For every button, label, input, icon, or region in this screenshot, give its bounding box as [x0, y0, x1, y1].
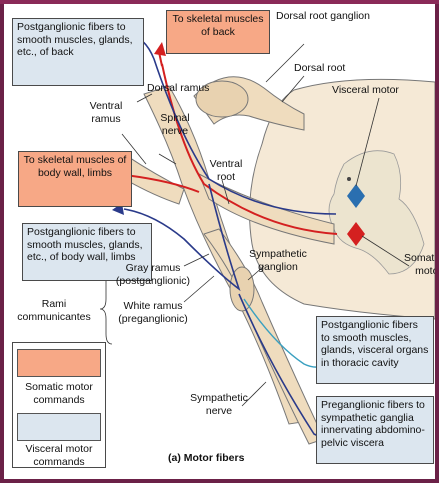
box-skeletal-body-wall: To skeletal muscles of body wall, limbs	[18, 151, 132, 207]
legend: Somatic motor commands Visceral motor co…	[12, 342, 106, 468]
legend-somatic-label: Somatic motor commands	[13, 381, 105, 406]
arrow-back-head	[154, 42, 166, 56]
label-gray-ramus: Gray ramus (postganglionic)	[108, 262, 198, 287]
label-dorsal-root-ganglion: Dorsal root ganglion	[276, 10, 370, 23]
label-somatic-motor-line1: Somatic	[404, 252, 435, 264]
label-dorsal-ramus: Dorsal ramus	[147, 82, 209, 95]
label-ventral-root: Ventral root	[204, 158, 248, 183]
label-somatic-motor-line2: motor	[405, 265, 435, 277]
box-postganglionic-back: Postganglionic fibers to smooth muscles,…	[12, 18, 144, 86]
box-abdomino-text: Preganglionic fibers to sympathetic gang…	[321, 399, 425, 449]
box-back-text: Postganglionic fibers to smooth muscles,…	[17, 21, 133, 58]
box-skeletal-back: To skeletal muscles of back	[166, 10, 270, 54]
label-spinal-nerve: Spinal nerve	[150, 112, 200, 137]
box-skeletal-body-wall-text: To skeletal muscles of body wall, limbs	[24, 154, 127, 179]
box-skeletal-back-text: To skeletal muscles of back	[172, 13, 263, 38]
legend-visceral-swatch	[17, 413, 101, 441]
legend-somatic-swatch	[17, 349, 101, 377]
caption: (a) Motor fibers	[168, 452, 244, 465]
legend-visceral-label: Visceral motor commands	[13, 443, 105, 468]
box-thoracic-text: Postganglionic fibers to smooth muscles,…	[321, 319, 428, 369]
diagram-canvas: Postganglionic fibers to smooth muscles,…	[4, 4, 435, 479]
label-sympathetic-nerve: Sympathetic nerve	[184, 392, 254, 417]
label-rami-communicantes: Rami communicantes	[14, 298, 94, 323]
box-preganglionic-abdomino: Preganglionic fibers to sympathetic gang…	[316, 396, 434, 464]
box-body-wall-text: Postganglionic fibers to smooth muscles,…	[27, 226, 143, 263]
central-canal	[347, 177, 351, 181]
label-dorsal-root: Dorsal root	[294, 62, 345, 75]
label-visceral-motor: Visceral motor	[332, 84, 399, 97]
label-ventral-ramus: Ventral ramus	[76, 100, 136, 125]
label-sympathetic-ganglion: Sympathetic ganglion	[244, 248, 312, 273]
box-postganglionic-thoracic: Postganglionic fibers to smooth muscles,…	[316, 316, 434, 384]
label-white-ramus: White ramus (preganglionic)	[108, 300, 198, 325]
